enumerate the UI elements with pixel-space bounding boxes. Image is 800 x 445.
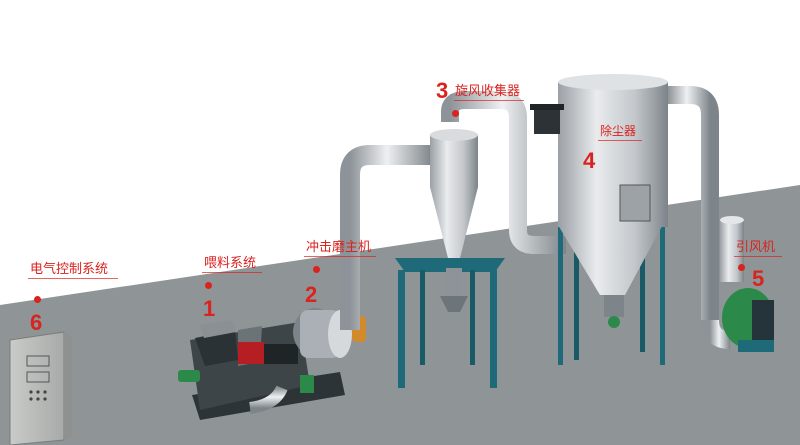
impact-mill-number: 2 [305,282,318,307]
control-system-label: 电气控制系统 [30,262,109,277]
dust-collector-number: 4 [583,148,596,173]
induced-draft-fan [701,216,774,352]
cyclone-underline [454,100,524,101]
cyclone-collector [395,91,566,388]
dust-collector-label: 除尘器 [600,124,637,138]
control-system-underline [28,278,118,279]
dust-collector [530,74,719,365]
feeder-underline [202,272,262,273]
control-system-dot [34,296,41,303]
mill-to-cyclone-pipe [340,145,432,330]
impact-mill-underline [304,256,376,257]
control-system-number: 6 [30,310,43,335]
fan-dot [738,264,745,271]
feeder-label: 喂料系统 [204,256,257,271]
fan-underline [734,256,782,257]
control-cabinet [9,331,72,445]
cyclone-number: 3 [436,78,449,103]
impact-mill-label: 冲击磨主机 [306,240,372,255]
feeder-dot [205,282,212,289]
impact-mill-dot [313,266,320,273]
fan-label: 引风机 [736,240,776,255]
fan-number: 5 [752,266,765,291]
feeder-and-mill [178,308,366,420]
feeder-number: 1 [203,296,216,321]
cyclone-dot [452,110,459,117]
dust-collector-underline [598,140,642,141]
cyclone-label: 旋风收集器 [455,84,521,99]
